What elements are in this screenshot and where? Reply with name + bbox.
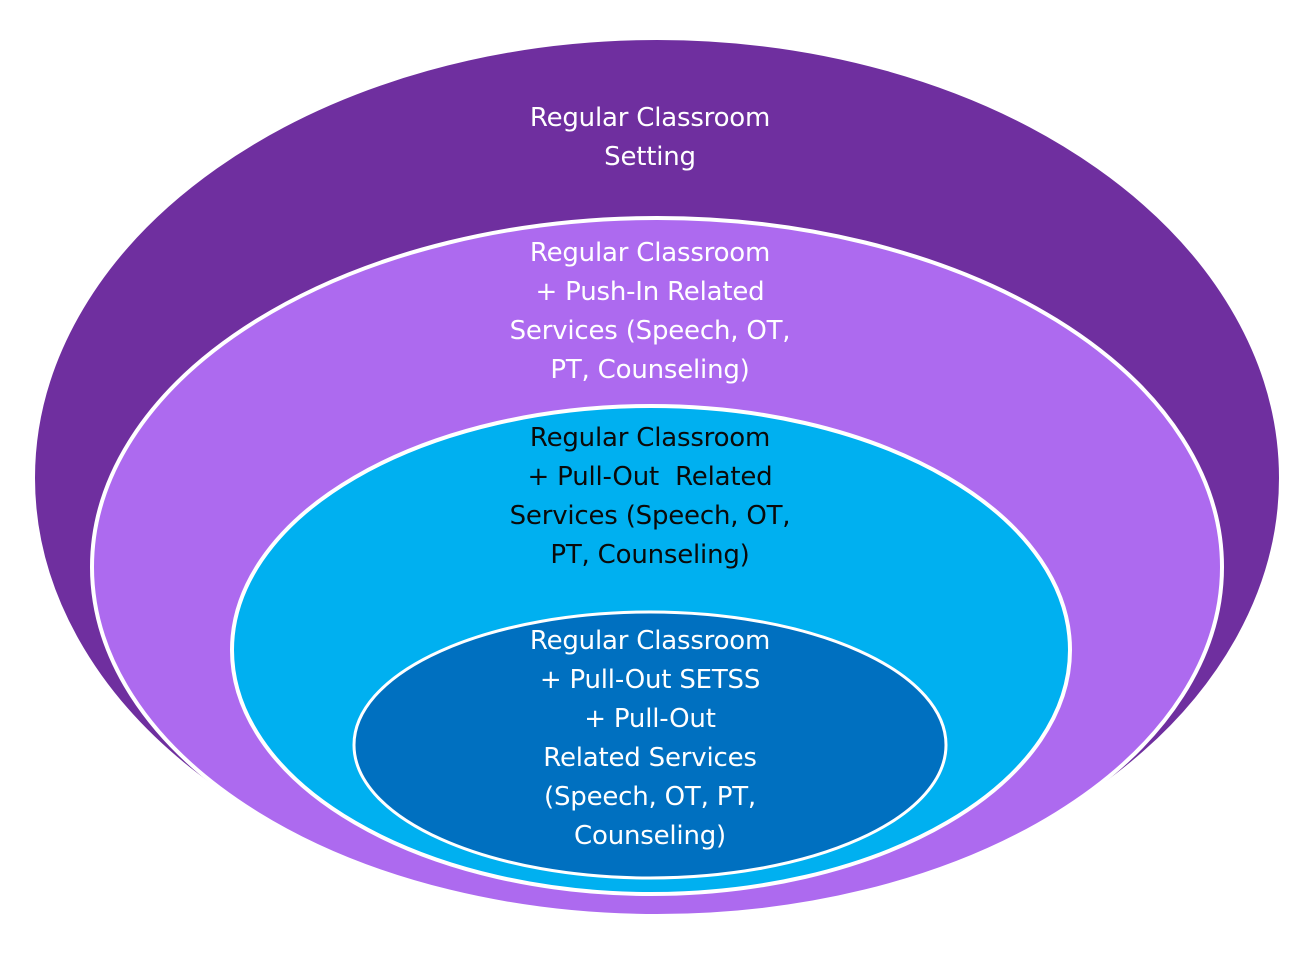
label-pull-out-related-services: Regular Classroom + Pull-Out Related Ser… — [430, 419, 870, 575]
label-line: Setting — [604, 142, 696, 172]
ellipse-pull-out-setss — [352, 610, 948, 880]
label-line: + Pull-Out — [584, 704, 716, 734]
label-line: PT, Counseling) — [550, 355, 750, 385]
label-line: Regular Classroom — [529, 626, 771, 656]
label-regular-classroom-setting: Regular Classroom Setting — [430, 99, 870, 177]
label-line: Related Services — [543, 743, 757, 773]
label-line: Services (Speech, OT, — [509, 316, 791, 346]
label-push-in-related-services: Regular Classroom + Push-In Related Serv… — [430, 234, 870, 390]
label-line: PT, Counseling) — [550, 540, 750, 570]
label-line: + Push-In Related — [535, 277, 765, 307]
label-line: Regular Classroom — [529, 423, 771, 453]
label-line: + Pull-Out Related — [527, 462, 773, 492]
label-pull-out-setss: Regular Classroom + Pull-Out SETSS + Pul… — [430, 622, 870, 856]
label-line: Counseling) — [574, 821, 726, 851]
label-line: Regular Classroom — [529, 103, 771, 133]
label-line: Regular Classroom — [529, 238, 771, 268]
label-line: Services (Speech, OT, — [509, 501, 791, 531]
label-line: (Speech, OT, PT, — [544, 782, 756, 812]
label-line: + Pull-Out SETSS — [539, 665, 761, 695]
